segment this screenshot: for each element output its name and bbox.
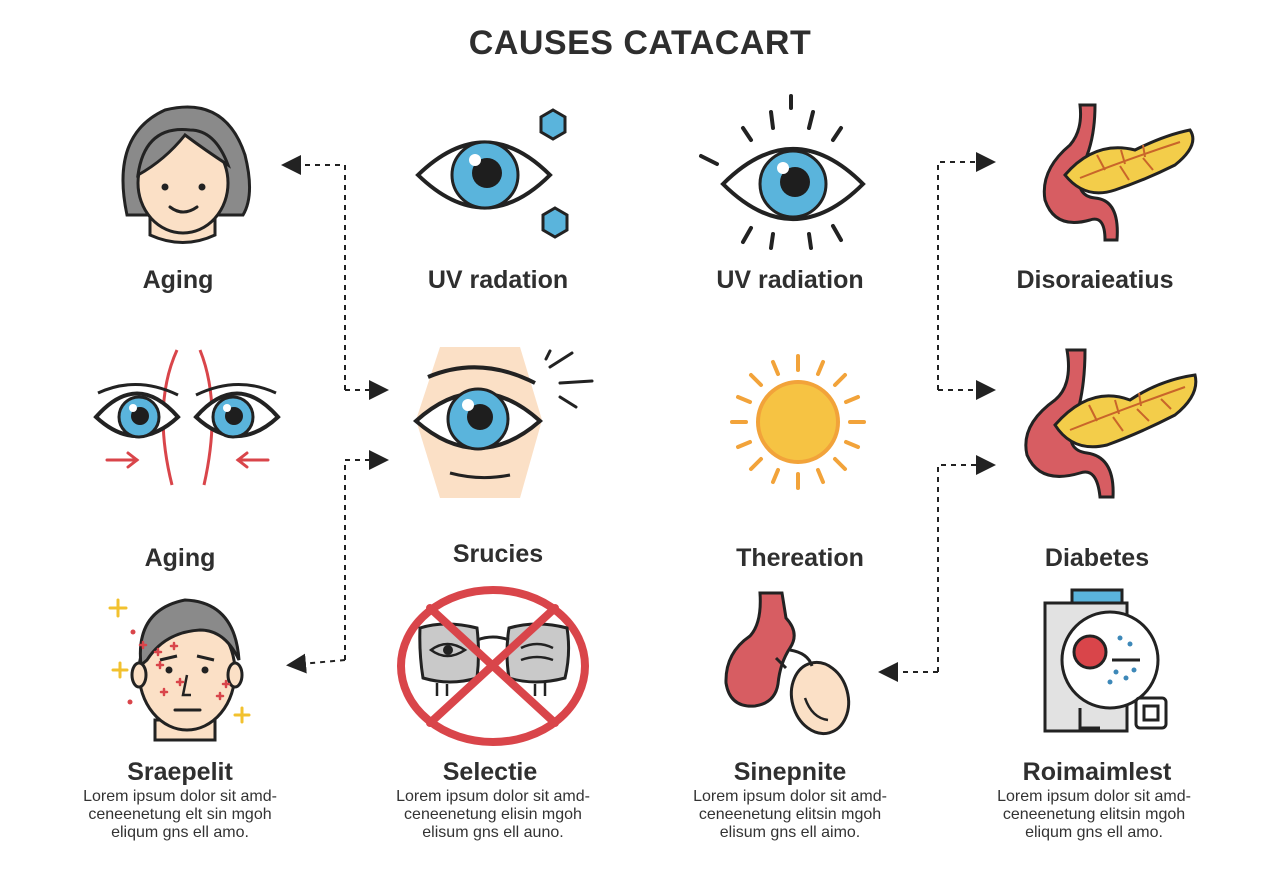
label-uv-radation: UV radation — [427, 266, 569, 294]
label-aging-2: Aging — [144, 544, 216, 572]
description-line: Lorem ipsum dolor sit amd- — [83, 788, 277, 805]
pancreas-stomach-icon — [1024, 348, 1198, 499]
label-diabetes: Diabetes — [1044, 544, 1150, 572]
no-glasses-icon — [397, 586, 589, 746]
eyes-crossed-icon — [93, 349, 281, 486]
description-col4: Lorem ipsum dolor sit amd- ceneenetung e… — [944, 788, 1244, 842]
label-sinepnite: Sinepnite — [733, 758, 847, 786]
label-thereation: Thereation — [736, 544, 864, 572]
man-sparkles-face-icon — [108, 598, 251, 742]
label-aging: Aging — [142, 266, 214, 294]
label-sraepelit: Sraepelit — [127, 758, 233, 786]
description-line: ceneenetung elitsin mgoh — [698, 806, 882, 823]
description-line: elisum gns ell aimo. — [719, 824, 861, 841]
eye-closeup-icon — [412, 347, 594, 498]
pancreas-stomach-icon — [1042, 103, 1195, 242]
page-title: CAUSES CATACART — [468, 24, 812, 62]
arrow-to-pancreas-lower — [937, 455, 996, 672]
description-col3: Lorem ipsum dolor sit amd- ceneenetung e… — [640, 788, 940, 842]
description-col1: Lorem ipsum dolor sit amd- ceneenetung e… — [30, 788, 330, 842]
eye-scanner-icon — [1043, 588, 1168, 733]
description-line: eliqum gns ell amo. — [1025, 824, 1163, 841]
description-line: Lorem ipsum dolor sit amd- — [997, 788, 1191, 805]
label-selectie: Selectie — [442, 758, 538, 786]
woman-face-icon — [121, 105, 251, 244]
description-col2: Lorem ipsum dolor sit amd- ceneenetung e… — [343, 788, 643, 842]
radiating-eye-icon — [699, 94, 866, 250]
description-line: Lorem ipsum dolor sit amd- — [396, 788, 590, 805]
arrow-to-aging — [281, 155, 346, 390]
description-line: ceneenetung elitsin mgoh — [1002, 806, 1186, 823]
description-line: ceneenetung elisin mgoh — [404, 806, 582, 823]
label-disoraieatius: Disoraieatius — [1016, 266, 1174, 294]
description-line: Lorem ipsum dolor sit amd- — [693, 788, 887, 805]
label-roimaimlest: Roimaimlest — [1022, 758, 1172, 786]
arrow-to-pancreas-top — [937, 152, 996, 390]
label-uv-radiation: UV radiation — [716, 266, 864, 294]
arrow-to-sraepelit — [286, 653, 346, 674]
description-line: ceneenetung elt sin mgoh — [88, 806, 272, 823]
eye-with-hexagons-icon — [415, 108, 569, 239]
sun-icon — [730, 354, 866, 490]
label-srucies: Srucies — [452, 540, 544, 568]
stomach-egg-icon — [724, 591, 851, 736]
description-line: elisum gns ell auno. — [422, 824, 564, 841]
arrow-to-eye-closeup-lower — [344, 450, 389, 660]
description-line: eliqum gns ell amo. — [111, 824, 249, 841]
